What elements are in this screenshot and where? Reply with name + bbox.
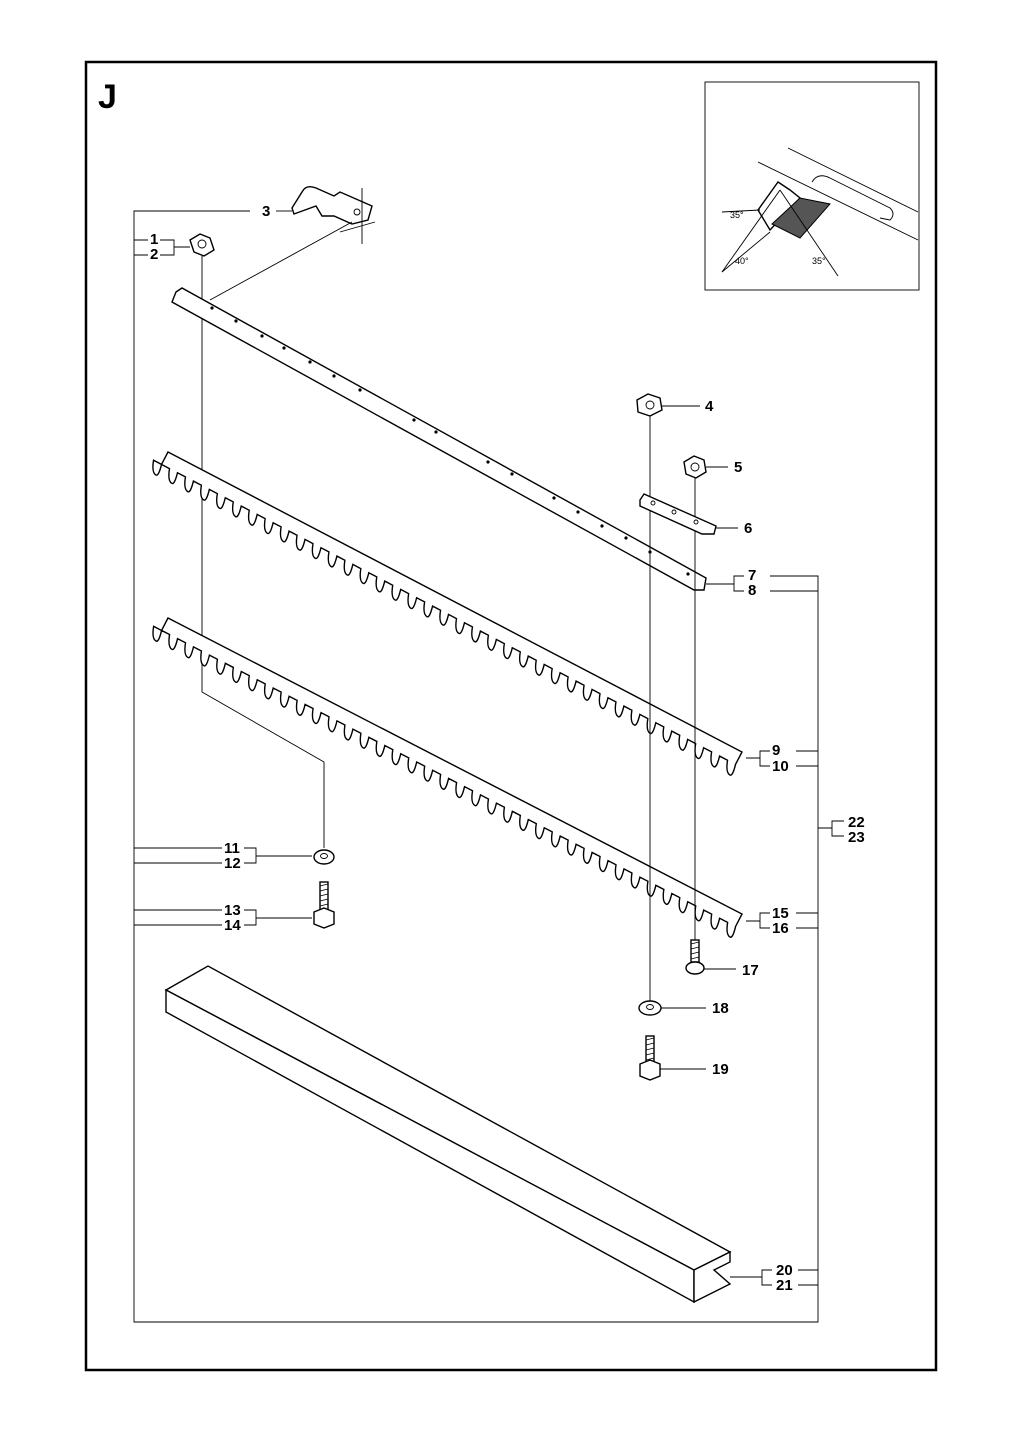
callout-9: 9: [772, 742, 780, 759]
inset-detail: 35° 40° 35°: [704, 81, 920, 291]
bolt-19: [639, 1035, 661, 1081]
callout-3: 3: [262, 203, 270, 220]
nut-1: [189, 233, 215, 257]
callout-4: 4: [705, 398, 714, 415]
callout-18: 18: [712, 1000, 729, 1017]
left-bracket: [133, 210, 819, 1323]
callout-1: 1: [150, 231, 158, 248]
callout-11: 11: [224, 840, 240, 857]
angle-label-1: 35°: [730, 210, 744, 220]
section-letter: J: [98, 78, 117, 116]
part-6-plate: [639, 493, 717, 535]
callout-12: 12: [224, 855, 241, 872]
callout-19: 19: [712, 1061, 729, 1078]
callout-6: 6: [744, 520, 752, 537]
callout-16: 16: [772, 920, 789, 937]
callout-14: 14: [224, 917, 241, 934]
upper-blade: [152, 451, 743, 776]
part-3-guard: [291, 185, 376, 244]
callout-17: 17: [742, 962, 759, 979]
lower-blade: [152, 617, 743, 938]
angle-label-2: 40°: [735, 256, 749, 266]
callout-22: 22: [848, 814, 865, 831]
callout-5: 5: [734, 459, 742, 476]
nut-4: [636, 393, 663, 417]
callout-20: 20: [776, 1262, 793, 1279]
callout-13: 13: [224, 902, 241, 919]
part-7-bar: [171, 287, 707, 591]
screw-17: [685, 939, 705, 975]
bolt-13: [313, 881, 335, 929]
callout-21: 21: [776, 1277, 793, 1294]
callout-23: 23: [848, 829, 865, 846]
callout-10: 10: [772, 758, 789, 775]
callout-2: 2: [150, 246, 158, 263]
callout-7: 7: [748, 567, 756, 584]
nut-5: [683, 455, 707, 479]
washer-11: [313, 849, 335, 865]
washer-18: [638, 1000, 662, 1016]
callout-15: 15: [772, 905, 789, 922]
angle-label-3: 35°: [812, 256, 826, 266]
page-frame: [84, 60, 938, 1372]
callout-8: 8: [748, 582, 756, 599]
transport-guard: [164, 965, 732, 1304]
